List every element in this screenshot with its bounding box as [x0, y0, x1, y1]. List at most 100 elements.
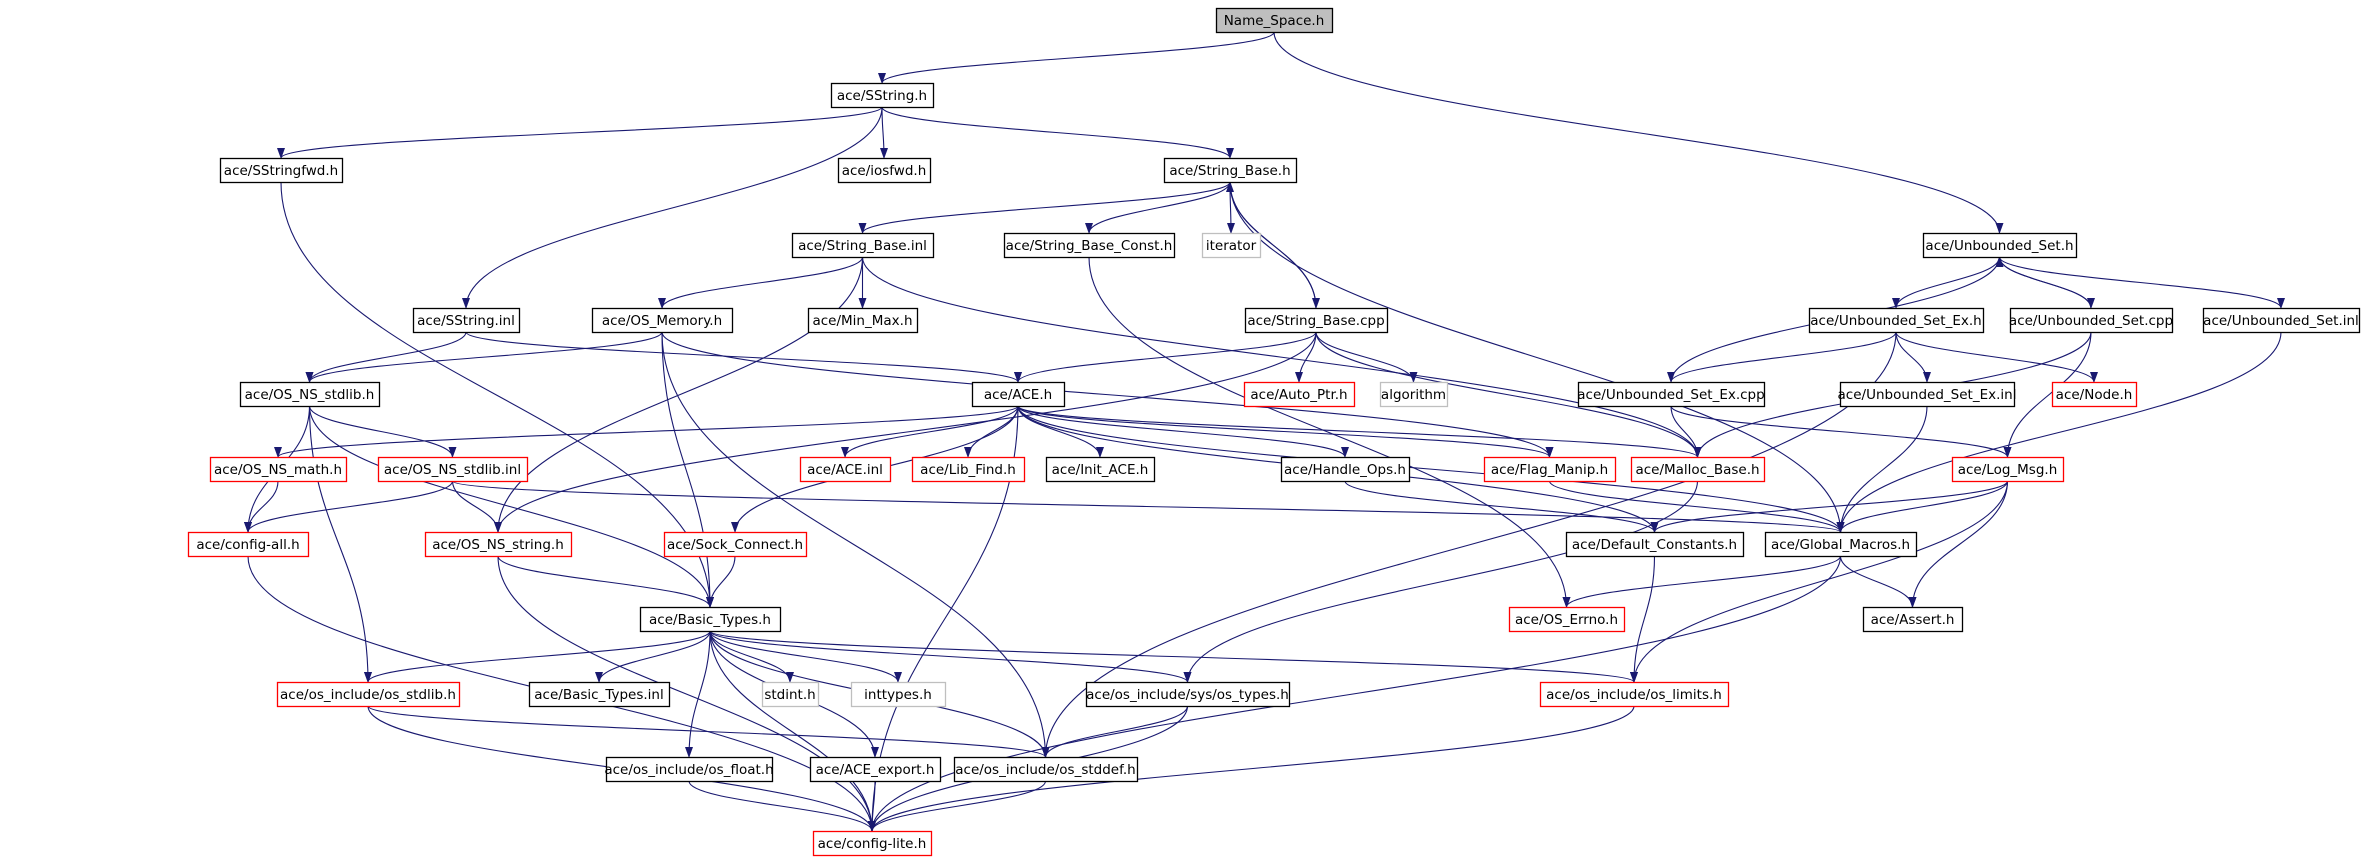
node-box[interactable]: [1003, 232, 1176, 259]
node-log-msg[interactable]: ace/Log_Msg.h: [1951, 456, 2065, 483]
node-string-base-cpp[interactable]: ace/String_Base.cpp: [1244, 307, 1389, 334]
node-box[interactable]: [412, 307, 521, 334]
node-box[interactable]: [276, 681, 461, 708]
node-os-stdlib[interactable]: ace/os_include/os_stdlib.h: [276, 681, 461, 708]
node-os-ns-stdlib-h[interactable]: ace/OS_NS_stdlib.h: [239, 381, 381, 408]
node-os-stddef[interactable]: ace/os_include/os_stddef.h: [953, 756, 1139, 783]
node-os-float[interactable]: ace/os_include/os_float.h: [604, 756, 774, 783]
node-box[interactable]: [2202, 307, 2361, 334]
node-box[interactable]: [953, 756, 1139, 783]
node-box[interactable]: [1862, 606, 1964, 633]
node-box[interactable]: [663, 531, 808, 558]
node-box[interactable]: [1565, 531, 1745, 558]
node-unb-set-ex-h[interactable]: ace/Unbounded_Set_Ex.h: [1808, 307, 1985, 334]
node-string-base-h[interactable]: ace/String_Base.h: [1163, 157, 1298, 184]
node-handle-ops[interactable]: ace/Handle_Ops.h: [1280, 456, 1411, 483]
node-box[interactable]: [424, 531, 573, 558]
node-basic-types-inl[interactable]: ace/Basic_Types.inl: [528, 681, 671, 708]
node-sstring-inl[interactable]: ace/SString.inl: [412, 307, 521, 334]
node-algorithm[interactable]: algorithm: [1379, 381, 1449, 408]
node-node-h[interactable]: ace/Node.h: [2051, 381, 2138, 408]
node-global-macros[interactable]: ace/Global_Macros.h: [1764, 531, 1918, 558]
node-box[interactable]: [1244, 307, 1389, 334]
node-box[interactable]: [791, 232, 935, 259]
node-box[interactable]: [1215, 7, 1334, 34]
node-os-ns-stdlib-inl[interactable]: ace/OS_NS_stdlib.inl: [377, 456, 529, 483]
node-config-all[interactable]: ace/config-all.h: [187, 531, 310, 558]
node-iosfwd[interactable]: ace/iosfwd.h: [837, 157, 932, 184]
node-init-ace[interactable]: ace/Init_ACE.h: [1045, 456, 1156, 483]
node-box[interactable]: [1508, 606, 1626, 633]
node-box[interactable]: [809, 756, 942, 783]
node-string-base-inl[interactable]: ace/String_Base.inl: [791, 232, 935, 259]
node-string-base-const[interactable]: ace/String_Base_Const.h: [1003, 232, 1176, 259]
node-box[interactable]: [1764, 531, 1918, 558]
node-box[interactable]: [1630, 456, 1766, 483]
node-box[interactable]: [1280, 456, 1411, 483]
node-name-space[interactable]: Name_Space.h: [1215, 7, 1334, 34]
node-malloc-base[interactable]: ace/Malloc_Base.h: [1630, 456, 1766, 483]
node-os-errno[interactable]: ace/OS_Errno.h: [1508, 606, 1626, 633]
node-box[interactable]: [1539, 681, 1730, 708]
node-box[interactable]: [1922, 232, 2078, 259]
node-ace-inl[interactable]: ace/ACE.inl: [799, 456, 892, 483]
node-ace-export[interactable]: ace/ACE_export.h: [809, 756, 942, 783]
node-inttypes[interactable]: inttypes.h: [850, 681, 947, 708]
node-sstring-h[interactable]: ace/SString.h: [830, 82, 935, 109]
node-box[interactable]: [528, 681, 671, 708]
node-unbounded-set-h[interactable]: ace/Unbounded_Set.h: [1922, 232, 2078, 259]
node-flag-manip[interactable]: ace/Flag_Manip.h: [1483, 456, 1617, 483]
node-box[interactable]: [911, 456, 1026, 483]
node-config-lite[interactable]: ace/config-lite.h: [812, 830, 933, 857]
node-os-memory[interactable]: ace/OS_Memory.h: [591, 307, 734, 334]
node-box[interactable]: [1808, 307, 1985, 334]
node-unb-set-cpp[interactable]: ace/Unbounded_Set.cpp: [2009, 307, 2174, 334]
node-box[interactable]: [605, 756, 774, 783]
node-box[interactable]: [1085, 681, 1291, 708]
node-box[interactable]: [377, 456, 529, 483]
node-box[interactable]: [1163, 157, 1298, 184]
node-box[interactable]: [799, 456, 892, 483]
node-box[interactable]: [591, 307, 734, 334]
node-basic-types-h[interactable]: ace/Basic_Types.h: [639, 606, 782, 633]
node-box[interactable]: [209, 456, 348, 483]
node-iterator[interactable]: iterator: [1201, 232, 1262, 259]
node-assert-h[interactable]: ace/Assert.h: [1862, 606, 1964, 633]
node-auto-ptr[interactable]: ace/Auto_Ptr.h: [1243, 381, 1356, 408]
node-stdint[interactable]: stdint.h: [761, 681, 820, 708]
node-sys-os-types[interactable]: ace/os_include/sys/os_types.h: [1085, 681, 1291, 708]
node-box[interactable]: [1483, 456, 1617, 483]
node-box[interactable]: [1201, 232, 1262, 259]
node-box[interactable]: [850, 681, 947, 708]
node-os-limits[interactable]: ace/os_include/os_limits.h: [1539, 681, 1730, 708]
node-box[interactable]: [971, 381, 1066, 408]
node-box[interactable]: [807, 307, 919, 334]
node-os-ns-math[interactable]: ace/OS_NS_math.h: [209, 456, 348, 483]
node-min-max[interactable]: ace/Min_Max.h: [807, 307, 919, 334]
node-box[interactable]: [837, 157, 932, 184]
node-unb-set-ex-inl[interactable]: ace/Unbounded_Set_Ex.inl: [1838, 381, 2017, 408]
node-sstringfwd[interactable]: ace/SStringfwd.h: [219, 157, 344, 184]
node-box[interactable]: [2009, 307, 2174, 334]
node-ace-h[interactable]: ace/ACE.h: [971, 381, 1066, 408]
node-box[interactable]: [1379, 381, 1449, 408]
node-box[interactable]: [830, 82, 935, 109]
node-box[interactable]: [1839, 381, 2016, 408]
node-os-ns-string[interactable]: ace/OS_NS_string.h: [424, 531, 573, 558]
node-box[interactable]: [187, 531, 310, 558]
node-unb-set-inl[interactable]: ace/Unbounded_Set.inl: [2202, 307, 2361, 334]
node-box[interactable]: [219, 157, 344, 184]
node-unb-set-ex-cpp[interactable]: ace/Unbounded_Set_Ex.cpp: [1577, 381, 1766, 408]
node-default-constants[interactable]: ace/Default_Constants.h: [1565, 531, 1745, 558]
node-box[interactable]: [1951, 456, 2065, 483]
node-box[interactable]: [2051, 381, 2138, 408]
node-box[interactable]: [812, 830, 933, 857]
node-box[interactable]: [1577, 381, 1766, 408]
node-box[interactable]: [639, 606, 782, 633]
node-lib-find[interactable]: ace/Lib_Find.h: [911, 456, 1026, 483]
node-sock-connect[interactable]: ace/Sock_Connect.h: [663, 531, 808, 558]
node-box[interactable]: [239, 381, 381, 408]
node-box[interactable]: [1243, 381, 1356, 408]
node-box[interactable]: [761, 681, 820, 708]
node-box[interactable]: [1045, 456, 1156, 483]
